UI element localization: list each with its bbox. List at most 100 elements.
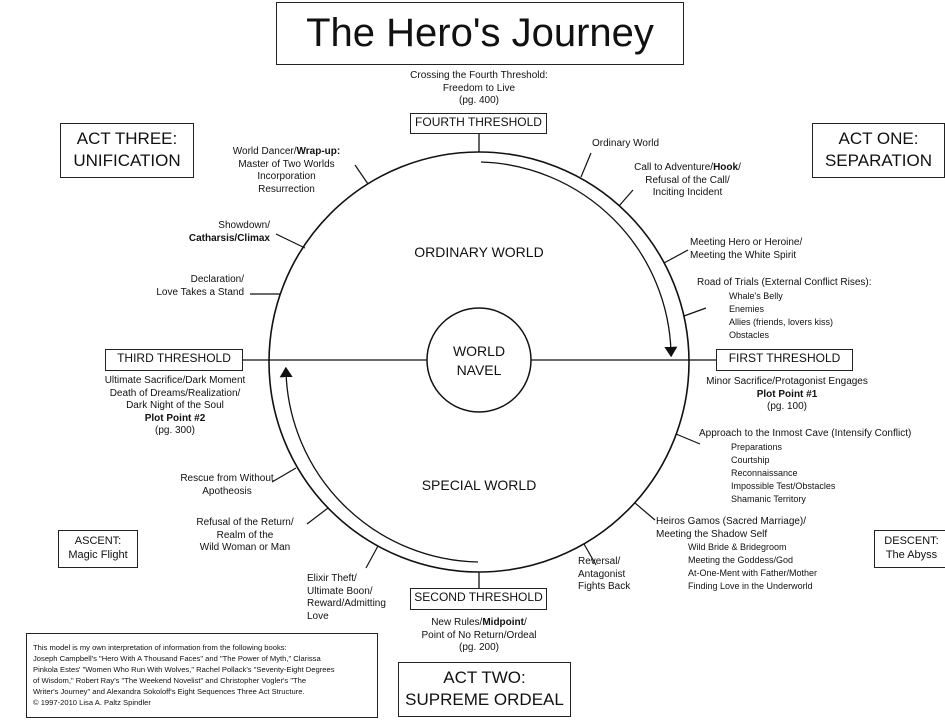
line: Fights Back xyxy=(578,581,631,592)
approach-inmost-cave: Approach to the Inmost Cave (Intensify C… xyxy=(699,428,911,506)
line: (pg. 200) xyxy=(458,642,500,653)
line: Approach to the Inmost Cave (Intensify C… xyxy=(699,428,912,439)
line: Allies (friends, lovers kiss) xyxy=(729,316,834,327)
line: Hook xyxy=(713,162,739,173)
line: World Dancer/ xyxy=(232,146,297,157)
line: Elixir Theft/ xyxy=(307,573,357,584)
line: SUPREME ORDEAL xyxy=(405,690,564,709)
meeting-hero: Meeting Hero or Heroine/Meeting the Whit… xyxy=(690,237,802,262)
title-box: The Hero's Journey xyxy=(276,2,684,65)
line: WORLD xyxy=(452,343,506,359)
line: DESCENT: xyxy=(884,535,939,547)
line: Road of Trials (External Conflict Rises)… xyxy=(697,277,872,288)
line: New Rules/ xyxy=(431,617,483,628)
line: Ultimate Sacrifice/Dark Moment xyxy=(104,375,246,386)
line: (pg. 300) xyxy=(154,425,196,436)
line: Wrap-up: xyxy=(296,146,341,157)
third-threshold-box: THIRD THRESHOLD xyxy=(105,349,243,371)
heiros-gamos: Heiros Gamos (Sacred Marriage)/Meeting t… xyxy=(656,516,817,593)
ascent-arrow xyxy=(279,366,479,563)
line: Whale's Belly xyxy=(729,290,783,301)
line: Antagonist xyxy=(578,568,626,580)
line: Preparations xyxy=(731,441,783,452)
line: Point of No Return/Ordeal xyxy=(421,629,537,641)
line: Shamanic Territory xyxy=(731,493,806,504)
line: Ultimate Boon/ xyxy=(307,585,373,597)
line: Love xyxy=(307,610,329,622)
line: Freedom to Live xyxy=(442,82,516,94)
line: Meeting Hero or Heroine/ xyxy=(690,237,803,248)
line: Wild Woman or Man xyxy=(199,542,291,553)
line: ASCENT: xyxy=(74,535,122,547)
line: Realm of the xyxy=(216,529,274,541)
line: Enemies xyxy=(729,303,765,314)
line: Crossing the Fourth Threshold: xyxy=(410,70,548,81)
line: Death of Dreams/Realization/ xyxy=(109,387,241,399)
line: Heiros Gamos (Sacred Marriage)/ xyxy=(656,516,807,527)
line: Finding Love in the Underworld xyxy=(688,581,813,591)
ascent-box: ASCENT: Magic Flight xyxy=(58,530,138,568)
descent-box: DESCENT: The Abyss xyxy=(874,530,945,568)
line: Midpoint xyxy=(482,617,524,628)
line: Pinkola Estes' "Women Who Run With Wolve… xyxy=(33,665,335,674)
fourth-threshold-note: Crossing the Fourth Threshold:Freedom to… xyxy=(379,70,579,108)
ticks xyxy=(250,152,707,569)
line: Meeting the Shadow Self xyxy=(656,528,768,540)
line: Apotheosis xyxy=(202,485,252,497)
line: Impossible Test/Obstacles xyxy=(731,480,836,491)
ordinary-world-stage: Ordinary World xyxy=(592,138,660,149)
line: At-One-Ment with Father/Mother xyxy=(688,568,818,578)
second-threshold-note: New Rules/Midpoint/Point of No Return/Or… xyxy=(399,617,559,655)
line: ACT TWO: xyxy=(443,668,526,687)
line: SEPARATION xyxy=(824,151,933,170)
line: Minor Sacrifice/Protagonist Engages xyxy=(706,376,868,387)
line: (pg. 400) xyxy=(458,95,500,106)
line: Meeting the White Spirit xyxy=(690,249,797,261)
fourth-threshold-box: FOURTH THRESHOLD xyxy=(410,113,547,134)
line: Refusal of the Call/ xyxy=(645,174,730,186)
line: / xyxy=(524,617,527,628)
page-title: The Hero's Journey xyxy=(306,11,654,55)
line: Declaration/ xyxy=(190,274,244,285)
call-to-adventure: Call to Adventure/Hook/ Refusal of the Ca… xyxy=(620,162,755,200)
line: NAVEL xyxy=(456,362,502,378)
first-threshold-label: FIRST THRESHOLD xyxy=(728,351,841,365)
line: Reversal/ xyxy=(578,556,621,567)
second-threshold-label: SECOND THRESHOLD xyxy=(414,590,543,604)
line: Joseph Campbell's "Hero With A Thousand … xyxy=(33,654,321,663)
world-navel-circle xyxy=(426,307,532,413)
showdown: Showdown/Catharsis/Climax xyxy=(170,220,270,245)
line: Reward/Admitting xyxy=(307,598,386,609)
line: Refusal of the Return/ xyxy=(196,517,294,528)
line: Dark Night of the Soul xyxy=(126,400,224,411)
fourth-threshold-label: FOURTH THRESHOLD xyxy=(415,115,542,129)
descent-arrow xyxy=(480,161,678,358)
line: Incorporation xyxy=(257,171,316,182)
line: Plot Point #1 xyxy=(756,388,818,400)
line: Love Takes a Stand xyxy=(156,286,244,298)
declaration: Declaration/Love Takes a Stand xyxy=(140,274,244,299)
world-navel-label: WORLD NAVEL xyxy=(429,342,529,380)
act-three-box: ACT THREE:UNIFICATION xyxy=(60,123,194,178)
line: Magic Flight xyxy=(68,549,128,561)
act-one-box: ACT ONE:SEPARATION xyxy=(812,123,945,178)
special-world-label: SPECIAL WORLD xyxy=(421,477,537,493)
line: ACT THREE: xyxy=(76,129,178,148)
line: Meeting the Goddess/God xyxy=(688,555,794,565)
line: / xyxy=(738,162,741,173)
act-two-box: ACT TWO: SUPREME ORDEAL xyxy=(398,662,571,717)
line: Wild Bride & Bridegroom xyxy=(688,542,787,552)
third-threshold-label: THIRD THRESHOLD xyxy=(117,351,231,365)
line: Inciting Incident xyxy=(652,187,723,198)
line: © 1997-2010 Lisa A. Paltz Spindler xyxy=(33,698,151,707)
line: The Abyss xyxy=(885,549,938,561)
line: Call to Adventure/ xyxy=(634,162,714,173)
line: This model is my own interpretation of i… xyxy=(33,643,287,652)
